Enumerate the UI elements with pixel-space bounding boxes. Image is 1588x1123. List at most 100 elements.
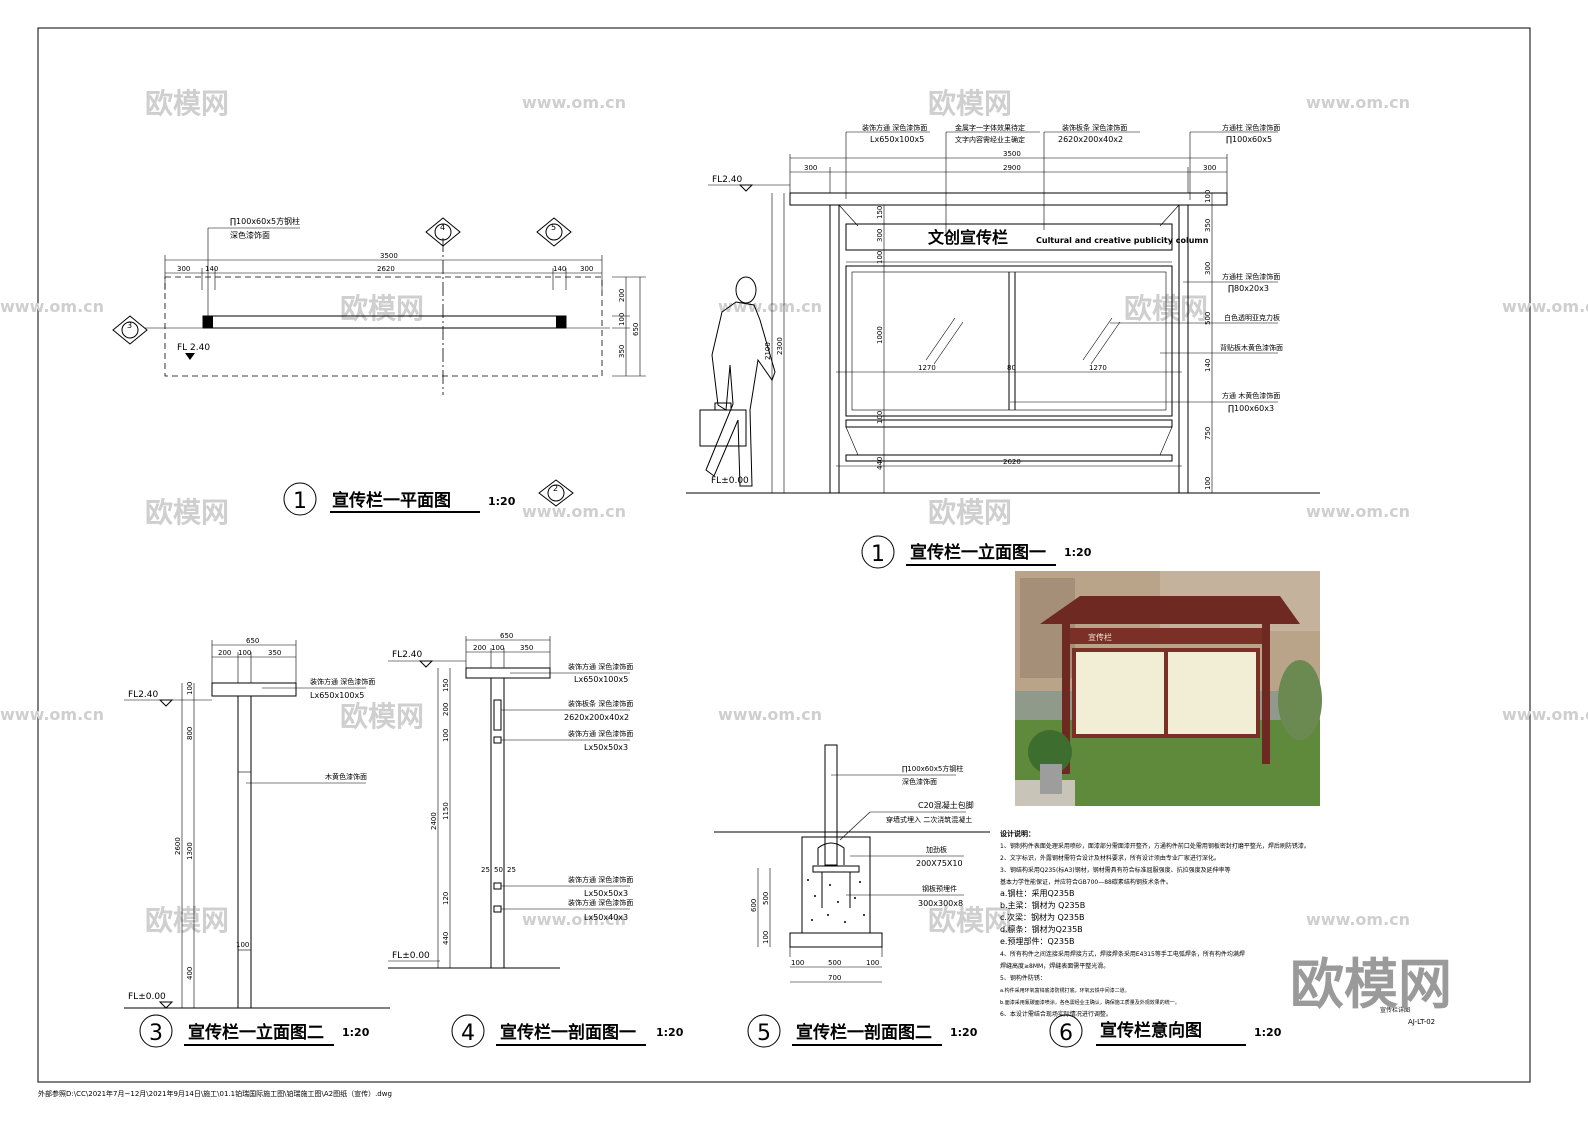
level-label: FL2.40 (392, 650, 423, 660)
post-right (1178, 204, 1189, 494)
sub-width: 100 (238, 649, 251, 657)
level-label: FL±0.00 (128, 992, 166, 1002)
notes-line: 2、文字标识，外露钢材需符合设计及材料要求，所有设计须由专业厂家进行深化。 (1000, 854, 1220, 862)
height-dim: 100 (186, 682, 194, 695)
sub-width: 100 (491, 644, 504, 652)
height-dim: 800 (186, 727, 194, 740)
watermark-brand: 欧模网 (340, 292, 424, 325)
elevation-one: 文创宣传栏 Cultural and creative publicity co… (686, 123, 1320, 569)
title-number: 5 (757, 1021, 771, 1046)
drawing-title: 宣传栏意向图 (1100, 1020, 1202, 1041)
callout-spec: 300x300x8 (918, 899, 963, 908)
sheet-border (37, 27, 1531, 1083)
plan-post-left (203, 316, 213, 328)
photo-tree (1278, 660, 1322, 740)
post-left (829, 204, 840, 494)
title-number-circle (747, 1014, 781, 1048)
watermark-brand: 欧模网 (928, 87, 1012, 120)
drawing-title: 宣传栏一剖面图二 (796, 1022, 932, 1043)
watermark-site: www.om.cn (522, 502, 626, 521)
plan-dim: 140 (553, 265, 566, 273)
callout-spec: Lx50x50x3 (584, 889, 628, 898)
plan-side-total: 650 (632, 323, 640, 336)
title-number: 1 (871, 542, 885, 567)
callout-spec: ∏80x20x3 (1228, 284, 1269, 293)
height-dim: 1300 (186, 842, 194, 860)
footing (801, 836, 871, 934)
elevation-right-dim: 350 (1204, 219, 1212, 232)
steel-post (824, 744, 838, 866)
watermark-site: www.om.cn (0, 705, 104, 724)
title-number-circle (1049, 1014, 1083, 1048)
intent-photo: 宣传栏 宣传栏意向图 6 1:20 (1015, 571, 1322, 1048)
hatch-dot (829, 884, 831, 886)
callout-label: 装饰板条 深色漆饰面 (568, 699, 633, 708)
drawing-scale: 1:20 (656, 1026, 684, 1039)
watermark-site: www.om.cn (1502, 705, 1588, 724)
callout-label: 装饰方通 深色漆饰面 (310, 677, 375, 686)
title-number-circle (451, 1014, 485, 1048)
height-dim: 500 (762, 892, 770, 905)
elevation-mid-dim: 1270 (918, 364, 936, 372)
bottom-dim: 100 (866, 959, 879, 967)
hatch-dot (827, 914, 829, 916)
callout-spec: 200X75X10 (916, 859, 963, 868)
height-dim: 600 (750, 899, 758, 912)
callout-label: 方通柱 深色漆饰面 (1222, 123, 1280, 132)
section-mark (538, 479, 574, 507)
photo-sign-text: 宣传栏 (1088, 632, 1112, 642)
title-number: 4 (461, 1021, 475, 1046)
level-label: FL±0.00 (711, 476, 749, 486)
briefcase-handle (714, 402, 732, 410)
height-dim: 100 (442, 729, 450, 742)
concrete-hatch (807, 879, 865, 923)
photo-plant (1028, 730, 1072, 774)
brace (1159, 426, 1173, 456)
callout-label: 方通 木黄色漆饰面 (1222, 391, 1280, 400)
title-number: 1 (293, 489, 307, 514)
callout-label: 装饰方通 深色漆饰面 (568, 898, 633, 907)
hatch-dot (859, 881, 861, 883)
notes-line: a.钢柱：采用Q235B (1000, 888, 1075, 898)
watermark-brand: 欧模网 (145, 87, 229, 120)
notes-line: 5、钢构件防锈： (1000, 974, 1046, 982)
plan-outline (164, 276, 603, 377)
notes-line: d.檩条：钢材为Q235B (1000, 924, 1083, 934)
sub-width: 350 (520, 644, 533, 652)
post-dim: 100 (236, 941, 249, 949)
watermark-site: www.om.cn (0, 297, 104, 316)
hatch-dot (837, 901, 839, 903)
photo-roof (1040, 596, 1300, 624)
notes-line: 6、本设计需结合现场实际情况进行调整。 (1000, 1010, 1112, 1018)
elevation-mid-dim: 80 (1007, 364, 1016, 372)
brace (1159, 204, 1180, 227)
level-label: FL±0.00 (392, 951, 430, 961)
elevation-side-dim: 2100 (764, 342, 772, 360)
brace (845, 426, 859, 456)
callout-label: 背贴板木黄色漆饰面 (1220, 343, 1283, 352)
watermark-brand: 欧模网 (145, 496, 229, 529)
level-label: FL2.40 (128, 690, 159, 700)
section-mark-circle (545, 223, 563, 241)
board-frame (845, 265, 1173, 417)
watermark-brand: 欧模网 (928, 496, 1012, 529)
level-marker (738, 184, 754, 192)
height-dim: 2600 (174, 837, 182, 855)
hatch-dot (844, 921, 846, 923)
height-dim: 100 (762, 931, 770, 944)
callout-spec: 2620x200x40x2 (564, 713, 629, 722)
plan-side-dim: 200 (618, 289, 626, 302)
height-dim: 2400 (430, 812, 438, 830)
hatch-dot (814, 895, 816, 897)
width-dim: 650 (246, 637, 259, 645)
callout-spec: Lx650x100x5 (310, 691, 364, 700)
callout-spec: Lx50x50x3 (584, 743, 628, 752)
callout-label: 装饰方通 深色漆饰面 (568, 729, 633, 738)
watermark-brand: 欧模网 (928, 904, 1012, 937)
callout-label: 白色透明亚克力板 (1224, 313, 1280, 322)
elevation-top-dim: 300 (1203, 164, 1216, 172)
callout-label: C20混凝土包脚 (918, 800, 974, 810)
notes-line: 3、钢结构采用Q235(标A3)钢材，钢材需具有符合标准屈服强度、抗拉强度及延伸… (1000, 866, 1231, 874)
elevation-row-dim: 300 (876, 229, 884, 242)
plan-side-dim: 100 (618, 313, 626, 326)
